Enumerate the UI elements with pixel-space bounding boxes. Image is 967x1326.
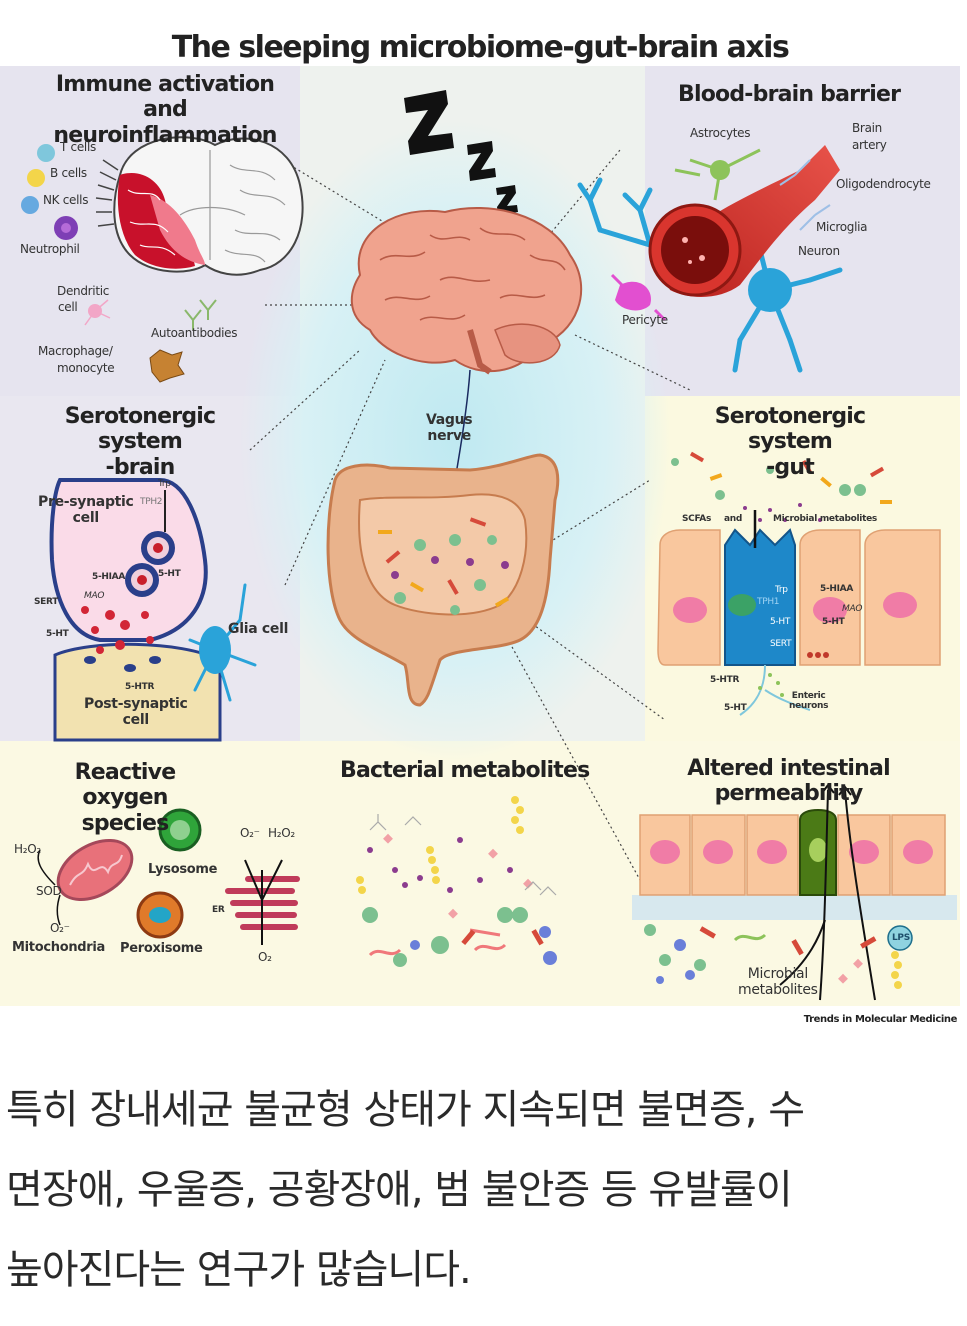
lps-label: LPS xyxy=(892,933,910,943)
brain-artery-label-2: artery xyxy=(852,138,887,152)
ros-illustration xyxy=(37,808,300,945)
gut-ht-right-label: 5-HT xyxy=(822,617,845,627)
figure-credit: Trends in Molecular Medicine xyxy=(803,1014,958,1025)
microbial-line2: metabolites xyxy=(738,982,818,998)
sero-gut-title-line1: Serotonergic system xyxy=(714,404,866,455)
gut-ht-label: 5-HT xyxy=(770,617,791,627)
vagus-label-line2: nerve xyxy=(427,428,471,444)
microglia-label: Microglia xyxy=(816,220,868,234)
autoantibodies-label: Autoantibodies xyxy=(151,326,238,340)
microbial-metabolites-gut-label: Microbial metabolites xyxy=(773,514,877,524)
central-gut-icon xyxy=(326,453,560,707)
brain-slice-illustration xyxy=(95,136,304,276)
sod-label: SOD xyxy=(36,884,62,898)
nk-cells-label: NK cells xyxy=(43,193,89,207)
presynaptic-line2: cell xyxy=(72,510,100,526)
figure-title: The sleeping microbiome-gut-brain axis xyxy=(171,30,790,65)
pericyte-label: Pericyte xyxy=(622,313,668,327)
diagram-artwork xyxy=(0,66,960,1006)
h2o2-top-label: H₂O₂ xyxy=(268,826,295,840)
sleep-zzz-icon xyxy=(404,90,518,215)
glia-cell-label: Glia cell xyxy=(228,621,289,637)
trp-label: Trp xyxy=(158,479,171,489)
gut-ht-bottom-label: 5-HT xyxy=(724,703,747,713)
connector-lines xyxy=(249,149,691,881)
sero-brain-title-line1: Serotonergic system xyxy=(64,404,216,455)
presynaptic-line1: Pre-synaptic xyxy=(38,494,134,510)
sero-gut-title-line2: -gut xyxy=(766,454,815,480)
b-cells-label: B cells xyxy=(50,166,87,180)
htr-label: 5-HTR xyxy=(125,682,155,692)
microbial-line1: Microbial xyxy=(747,966,809,982)
permeability-panel-title: Altered intestinal permeability xyxy=(687,756,890,807)
dendritic-label-1: Dendritic xyxy=(57,284,110,298)
t-cells-label: T cells xyxy=(60,140,96,154)
diagram-figure: The sleeping microbiome-gut-brain axis I… xyxy=(0,30,960,1025)
sero-gut-panel-title: Serotonergic system -gut xyxy=(675,404,905,480)
ht-vesicle-label: 5-HT xyxy=(158,569,181,579)
macrophage-label-2: monocyte xyxy=(57,361,115,375)
sert-label: SERT xyxy=(34,597,59,607)
o2-top-label: O₂⁻ xyxy=(240,826,260,840)
gut-sert-label: SERT xyxy=(770,639,792,649)
dendritic-label-2: cell xyxy=(58,300,78,314)
central-brain-icon xyxy=(350,206,583,375)
peroxisome-label: Peroxisome xyxy=(120,941,203,956)
scfas-label: SCFAs xyxy=(682,514,712,524)
microbial-metabolites-label: Microbial metabolites xyxy=(738,966,818,998)
immune-title-line1: Immune activation xyxy=(55,72,275,97)
neuron-label: Neuron xyxy=(798,244,840,258)
synapse-illustration xyxy=(49,478,257,742)
vagus-label-line1: Vagus xyxy=(426,412,473,428)
caption-line-2: 면장애, 우울증, 공황장애, 범 불안증 등 유발률이 xyxy=(6,1167,793,1213)
postsynaptic-line1: Post-synaptic xyxy=(84,696,188,712)
hiaa-label: 5-HIAA xyxy=(92,572,126,582)
bacterial-panel-title: Bacterial metabolites xyxy=(340,758,590,783)
vagus-nerve-label: Vagus nerve xyxy=(426,412,473,444)
h2o2-left-label: H₂O₂ xyxy=(14,842,41,856)
enteric-neurons-label: Enteric neurons xyxy=(789,691,829,711)
sero-brain-title-line2: -brain xyxy=(105,454,176,480)
gut-epithelium-illustration xyxy=(657,451,941,716)
ros-title-line1: Reactive oxygen xyxy=(74,760,176,811)
o2-minus-label: O₂⁻ xyxy=(50,921,70,935)
o2-bottom-label: O₂ xyxy=(258,950,272,964)
brain-artery-label-1: Brain xyxy=(852,121,882,135)
immune-cell-icons xyxy=(21,144,217,383)
presynaptic-label: Pre-synaptic cell xyxy=(38,494,134,526)
neutrophil-label: Neutrophil xyxy=(20,242,80,256)
enteric-line1: Enteric xyxy=(791,691,826,701)
ros-panel-title: Reactive oxygen species xyxy=(30,760,220,836)
caption-line-3: 높아진다는 연구가 많습니다. xyxy=(6,1247,472,1293)
gut-mao-label: MAO xyxy=(842,604,863,614)
bacterial-metabolites-illustration xyxy=(356,796,557,967)
immune-title-line2: and neuroinflammation xyxy=(53,97,277,148)
oligodendrocyte-label: Oligodendrocyte xyxy=(836,177,931,191)
lysosome-label: Lysosome xyxy=(148,862,218,877)
er-label: ER xyxy=(212,905,225,915)
caption-paragraph: 특히 장내세균 불균형 상태가 지속되면 불면증, 수 면장애, 우울증, 공황… xyxy=(6,1070,956,1310)
caption-line-1: 특히 장내세균 불균형 상태가 지속되면 불면증, 수 xyxy=(6,1087,805,1133)
gut-htr-label: 5-HTR xyxy=(710,675,740,685)
immune-panel-title: Immune activation and neuroinflammation xyxy=(30,72,300,148)
bbb-illustration xyxy=(577,145,843,373)
bbb-panel-title: Blood-brain barrier xyxy=(678,82,901,107)
mitochondria-label: Mitochondria xyxy=(12,940,106,955)
postsynaptic-label: Post-synaptic cell xyxy=(84,696,188,728)
permeability-illustration xyxy=(632,783,957,1001)
ros-title-line2: species xyxy=(81,810,170,836)
gut-hiaa-label: 5-HIAA xyxy=(820,584,854,594)
tph2-label: TPH2 xyxy=(140,497,163,507)
ht-cleft-label: 5-HT xyxy=(46,629,69,639)
mao-label: MAO xyxy=(84,591,105,601)
tph1-label: TPH1 xyxy=(757,597,780,607)
macrophage-label-1: Macrophage/ xyxy=(38,344,113,358)
sero-brain-panel-title: Serotonergic system -brain xyxy=(25,404,255,480)
postsynaptic-line2: cell xyxy=(122,712,150,728)
and-label: and xyxy=(724,514,743,524)
enteric-line2: neurons xyxy=(789,701,829,711)
gut-trp-label: Trp xyxy=(775,585,788,595)
astrocytes-label: Astrocytes xyxy=(690,126,751,140)
